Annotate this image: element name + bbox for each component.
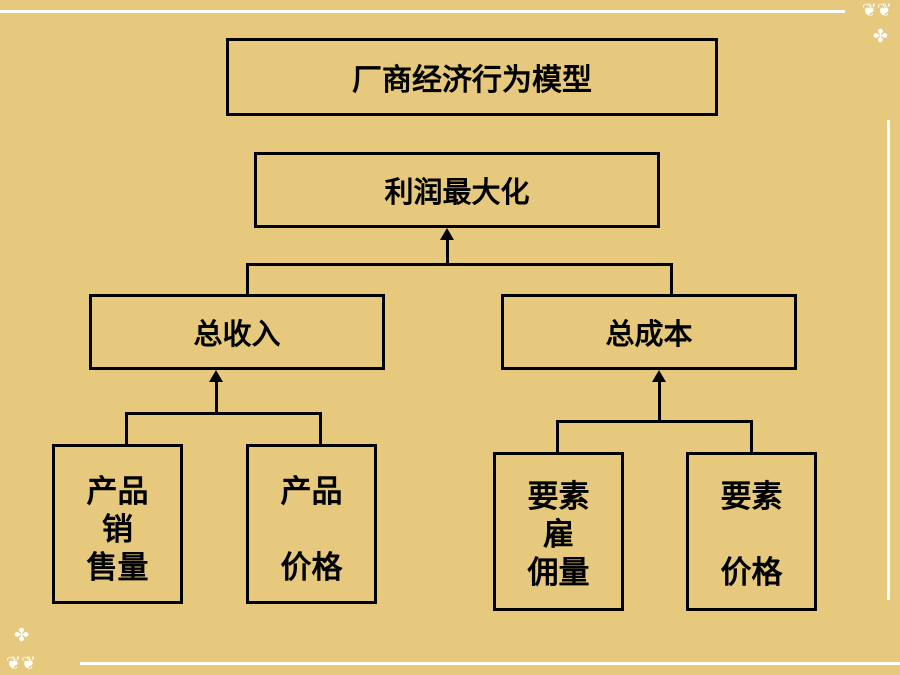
sales-volume-label: 产品 销 售量 [86, 474, 149, 586]
cost-arrowhead [652, 370, 666, 382]
diagram-title-box: 厂商经济行为模型 [226, 38, 718, 116]
product-price-branch-line [319, 412, 322, 446]
frame-top-line [0, 10, 845, 13]
factor-employment-branch-line [556, 420, 559, 454]
sales-volume-box: 产品 销 售量 [52, 444, 183, 604]
revenue-child-branch-line [125, 412, 322, 415]
cost-box: 总成本 [501, 294, 797, 370]
revenue-arrow-stem [215, 382, 218, 414]
frame-right-line [887, 120, 890, 600]
spiral-ornament-icon: ❦❦ [6, 653, 37, 674]
goal-label: 利润最大化 [384, 175, 530, 209]
factor-price-label: 要素 价格 [720, 479, 783, 591]
flourish-icon: ✤ [872, 26, 888, 47]
product-price-label: 产品 价格 [280, 474, 343, 586]
revenue-arrowhead [209, 370, 223, 382]
goal-box: 利润最大化 [254, 152, 660, 228]
sales-volume-branch-line [125, 412, 128, 446]
factor-employment-label: 要素 雇 佣量 [527, 479, 590, 591]
upper-branch-line [246, 263, 673, 266]
flourish-icon: ✤ [14, 625, 30, 646]
revenue-box: 总收入 [89, 294, 385, 370]
cost-arrow-stem [658, 382, 661, 423]
factor-employment-box: 要素 雇 佣量 [493, 452, 624, 611]
spiral-ornament-icon: ❦❦ [861, 0, 892, 21]
factor-price-branch-line [750, 420, 753, 454]
cost-branch-line [670, 263, 673, 297]
cost-label: 总成本 [605, 317, 693, 351]
product-price-box: 产品 价格 [246, 444, 377, 604]
goal-arrowhead [440, 228, 454, 240]
cost-child-branch-line [556, 420, 753, 423]
revenue-branch-line [246, 263, 249, 297]
revenue-label: 总收入 [193, 317, 281, 351]
goal-arrow-stem [446, 239, 449, 265]
factor-price-box: 要素 价格 [686, 452, 817, 611]
diagram-title: 厂商经济行为模型 [352, 63, 592, 98]
frame-bottom-line [80, 662, 900, 665]
